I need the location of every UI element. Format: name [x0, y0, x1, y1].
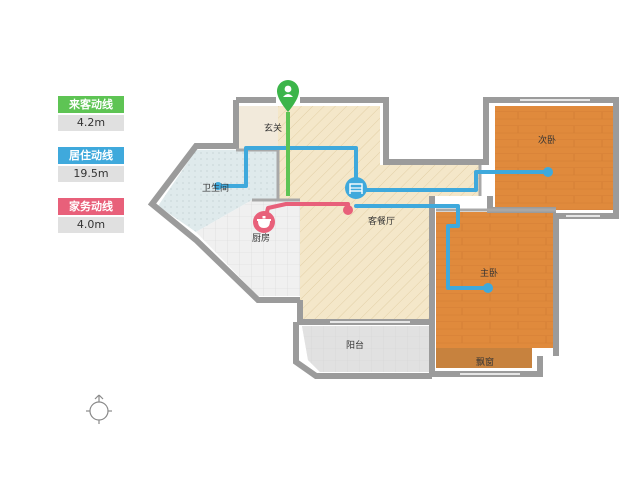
route-end-dot: [543, 167, 553, 177]
second-bedroom-room: [495, 106, 613, 210]
legend-guest-route-label: 来客动线: [58, 96, 124, 113]
room-label-kitchen: 厨房: [252, 232, 270, 244]
legend-living-route-value: 19.5m: [58, 166, 124, 182]
compass-icon: [86, 394, 112, 424]
legend-guest-route-value: 4.2m: [58, 115, 124, 131]
person-pin-icon: [277, 80, 299, 112]
room-label-second-bedroom: 次卧: [538, 134, 556, 146]
legend-living-route-label: 居住动线: [58, 147, 124, 164]
room-label-living-dining: 客餐厅: [368, 215, 395, 227]
windows: [330, 99, 600, 375]
bed-icon: [345, 177, 367, 199]
pot-icon: [253, 211, 275, 233]
master-bedroom-room: [436, 212, 554, 368]
legend-chore-route: 家务动线 4.0m: [58, 198, 124, 233]
room-label-balcony: 阳台: [346, 339, 364, 351]
route-end-dot: [214, 182, 222, 190]
balcony-room: [302, 326, 432, 372]
route-end-dot: [483, 283, 493, 293]
legend-chore-route-value: 4.0m: [58, 217, 124, 233]
living-route: [216, 146, 550, 290]
route-end-dot: [343, 205, 353, 215]
legend-living-route: 居住动线 19.5m: [58, 147, 124, 182]
legend-chore-route-label: 家务动线: [58, 198, 124, 215]
room-label-entrance: 玄关: [264, 122, 282, 134]
room-label-master-bedroom: 主卧: [480, 267, 498, 279]
legend-guest-route: 来客动线 4.2m: [58, 96, 124, 131]
room-label-bay-window: 飘窗: [476, 356, 494, 368]
room-label-bathroom: 卫生间: [202, 182, 229, 194]
entrance-area: [236, 106, 278, 150]
